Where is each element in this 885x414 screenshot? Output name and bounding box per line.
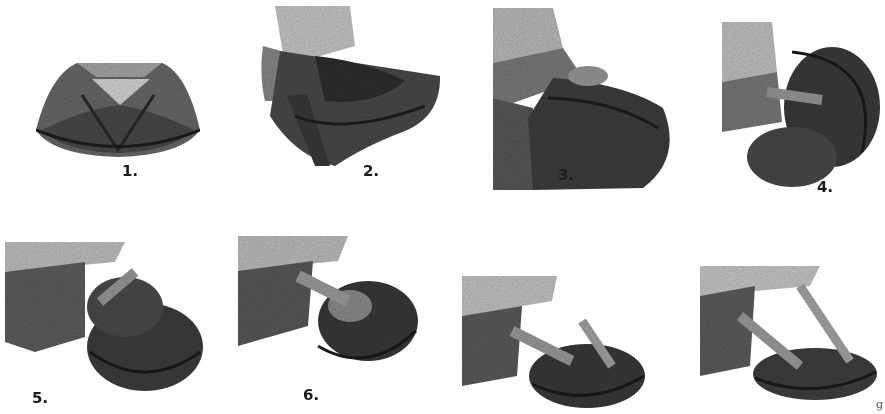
step-6-number: 6. bbox=[303, 386, 319, 404]
step-5-number: 5. bbox=[32, 389, 48, 407]
step-2-number: 2. bbox=[363, 162, 379, 180]
coiling-tent-illustration bbox=[462, 276, 652, 410]
pressing-rings-together-illustration bbox=[238, 236, 420, 376]
folded-tent-illustration bbox=[700, 266, 880, 402]
tent-open-illustration bbox=[32, 55, 204, 160]
step-4-twist-tent-image bbox=[722, 22, 882, 194]
step-4-number: 4. bbox=[817, 178, 833, 196]
twisting-tent-illustration bbox=[722, 22, 882, 194]
step-6-press-rings-image bbox=[238, 236, 420, 376]
step-3-number: 3. bbox=[558, 166, 574, 184]
folding-tent-rings-illustration bbox=[5, 242, 205, 392]
step-8-folded-tent-image bbox=[700, 266, 880, 402]
step-5-fold-rings-image bbox=[5, 242, 205, 392]
step-1-number: 1. bbox=[122, 162, 138, 180]
page-edge-mark: g bbox=[876, 398, 883, 411]
person-lifting-tent-illustration bbox=[255, 6, 445, 174]
step-1-tent-open-image bbox=[32, 55, 204, 160]
kneeling-bending-tent-illustration bbox=[493, 8, 678, 190]
step-3-bend-tent-image bbox=[493, 8, 678, 190]
step-2-lift-tent-image bbox=[255, 6, 445, 174]
step-7-coil-tent-image bbox=[462, 276, 652, 410]
